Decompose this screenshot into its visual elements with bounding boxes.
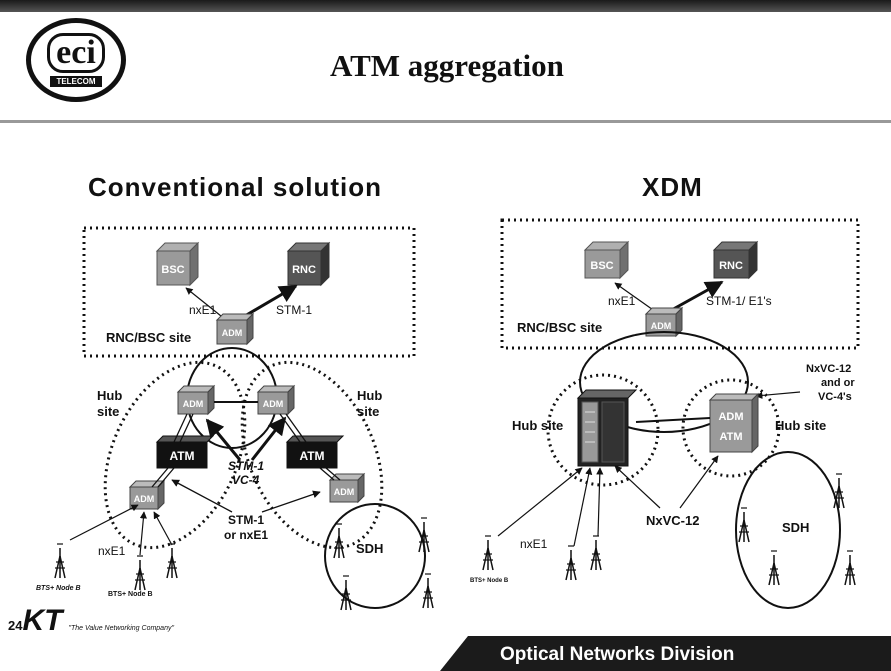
conv-bts-label-1: BTS+ Node B — [36, 585, 81, 592]
top-bar — [0, 0, 891, 12]
conv-hub-right-label-1: Hub — [357, 388, 382, 403]
xdm-hub-right-frame — [681, 378, 781, 478]
conv-atm-right: ATM — [285, 435, 345, 469]
xdm-nxvc12-top-label-2: and or — [821, 377, 855, 389]
xdm-nxvc12-top-label-1: NxVC-12 — [806, 363, 851, 375]
svg-text:ATM: ATM — [169, 449, 194, 463]
svg-text:ADM: ADM — [334, 487, 355, 497]
conv-bsc-label: BSC — [161, 264, 184, 276]
xdm-top-ring — [579, 331, 749, 433]
conv-nxe1-bottom-label: nxE1 — [98, 544, 126, 558]
conventional-solution-title: Conventional solution — [88, 172, 382, 202]
xdm-sdh-label: SDH — [782, 520, 809, 535]
xdm-stm1-top-label: STM-1/ E1's — [706, 294, 772, 308]
conv-hub-left-label-2: site — [97, 404, 119, 419]
conv-adm-bottom-right: ADM — [328, 472, 366, 504]
xdm-nxe1-top-label: nxE1 — [608, 294, 636, 308]
xdm-bts-label: BTS+ Node B — [470, 578, 509, 584]
conv-hub-left-label-1: Hub — [97, 388, 122, 403]
xdm-bsc-label: BSC — [590, 260, 613, 272]
conv-rnc-bsc-site-frame — [82, 226, 416, 358]
kt-logo: 24KT "The Value Networking Company" — [8, 604, 174, 638]
xdm-rack — [576, 389, 638, 467]
eci-telecom-logo: eci TELECOM — [26, 18, 126, 102]
xdm-site-label: RNC/BSC site — [517, 320, 602, 335]
conv-hub-right-frame — [240, 360, 384, 550]
xdm-title: XDM — [642, 172, 703, 202]
svg-text:ADM: ADM — [134, 494, 155, 504]
conv-stm1-top-label: STM-1 — [276, 303, 312, 317]
xdm-nxvc12-bottom-label: NxVC-12 — [646, 513, 699, 528]
footer-bar — [440, 636, 891, 671]
conv-site-label: RNC/BSC site — [106, 330, 191, 345]
kt-slogan: "The Value Networking Company" — [68, 625, 174, 632]
xdm-atm-label: ATM — [719, 431, 742, 443]
svg-text:ADM: ADM — [183, 399, 204, 409]
xdm-rnc-label: RNC — [719, 260, 743, 272]
footer-division: Optical Networks Division — [500, 644, 735, 665]
xdm-sdh-ring — [735, 451, 841, 609]
conv-stm1-nxe1-label-1: STM-1 — [228, 513, 264, 527]
logo-subtext: TELECOM — [50, 76, 102, 87]
conv-bts-label-2: BTS+ Node B — [108, 591, 153, 598]
xdm-adm-label: ADM — [718, 411, 743, 423]
conv-hub-left-frame — [103, 360, 247, 550]
xdm-rnc-bsc-site-frame — [500, 218, 860, 350]
conv-stm1-vc4-label-1: STM-1 — [228, 459, 264, 473]
logo-mark: eci — [47, 33, 105, 73]
conv-adm-top: ADM — [215, 312, 255, 346]
page-title: ATM aggregation — [330, 48, 564, 83]
kt-brand: KT — [22, 604, 63, 637]
xdm-hub-right-label: Hub site — [775, 418, 826, 433]
xdm-nxe1-bottom-label: nxE1 — [520, 537, 548, 551]
network-diagram: BSC RNC nxE1 STM-1 RNC/BSC site ADM Hub … — [36, 218, 860, 611]
svg-text:ADM: ADM — [222, 328, 243, 338]
xdm-nxvc12-top-label-3: VC-4's — [818, 391, 852, 403]
svg-text:ADM: ADM — [651, 321, 672, 331]
xdm-adm-atm-box: ADM ATM — [708, 392, 760, 454]
conv-sdh-ring — [324, 503, 426, 609]
conv-nxe1-top-label: nxE1 — [189, 303, 217, 317]
conv-adm-hub-left: ADM — [176, 384, 216, 416]
svg-text:ADM: ADM — [263, 399, 284, 409]
xdm-hub-left-frame — [546, 373, 660, 487]
xdm-hub-left-label: Hub site — [512, 418, 563, 433]
conv-hub-right-label-2: site — [357, 404, 379, 419]
conv-sdh-label: SDH — [356, 541, 383, 556]
conv-rnc-box: RNC — [286, 241, 331, 287]
header-divider — [0, 120, 891, 123]
conv-bsc-box: BSC — [155, 241, 200, 287]
conv-rnc-label: RNC — [292, 264, 316, 276]
conv-stm1-nxe1-label-2: or nxE1 — [224, 528, 268, 542]
xdm-bsc-box: BSC — [583, 240, 630, 280]
conv-stm1-vc4-label-2: VC-4 — [232, 473, 260, 487]
xdm-adm-top: ADM — [644, 306, 684, 338]
page-number: 24 — [8, 618, 23, 633]
xdm-rnc-box: RNC — [712, 240, 759, 280]
footer: Optical Networks Division — [0, 636, 891, 671]
svg-text:ATM: ATM — [299, 449, 324, 463]
conv-atm-left: ATM — [155, 435, 215, 469]
conv-adm-hub-right: ADM — [256, 384, 296, 416]
